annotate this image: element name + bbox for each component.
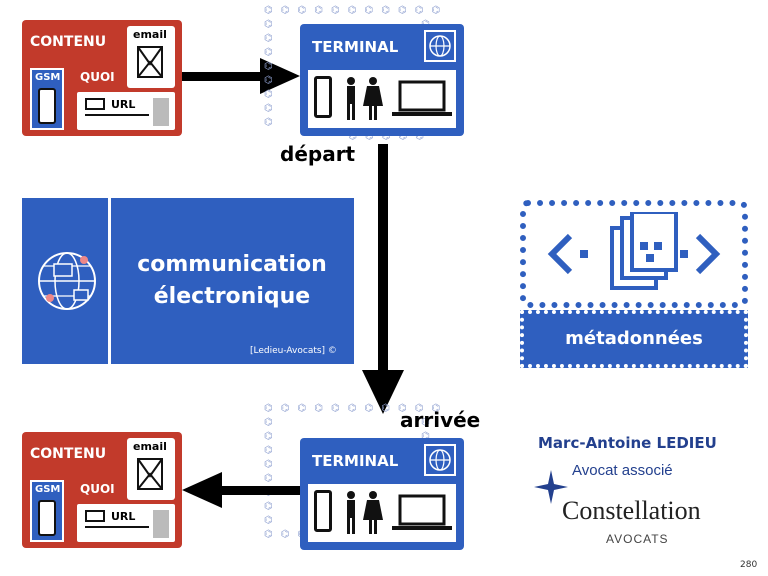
author-role: Avocat associé (572, 462, 673, 479)
firm-subtitle: AVOCATS (606, 532, 669, 546)
arrow-down-icon (362, 144, 404, 418)
bottom-content-box: CONTENU email GSM QUOI URL (22, 432, 182, 548)
document-icon (153, 510, 169, 538)
phone-icon (314, 490, 332, 532)
card-line-2: électronique (153, 284, 311, 309)
people-icon (340, 76, 386, 124)
page-number: 280 (740, 560, 758, 570)
metadata-label-box: métadonnées (520, 310, 748, 368)
laptop-small-icon (85, 510, 105, 522)
firm-name: Constellation (562, 496, 701, 525)
contenu-label: CONTENU (30, 34, 107, 50)
card-line-1: communication (137, 252, 327, 277)
envelope-icon (137, 46, 163, 78)
phone-icon (38, 88, 56, 124)
laptop-icon (392, 80, 452, 122)
arrow-right-icon (182, 58, 300, 98)
star-logo-icon (534, 470, 568, 508)
url-arrow-icon (85, 114, 149, 116)
metadata-label: métadonnées (565, 328, 703, 349)
globe-icon (424, 444, 456, 476)
gsm-label: GSM (35, 484, 61, 495)
envelope-icon (137, 458, 163, 490)
terminal-title: TERMINAL (312, 38, 399, 56)
top-content-box: CONTENU email GSM QUOI URL (22, 20, 182, 136)
email-card: email (127, 26, 175, 88)
document-icon (153, 98, 169, 126)
laptop-small-icon (85, 98, 105, 110)
card-credit: [Ledieu-Avocats] © (250, 346, 337, 356)
devices-panel (308, 484, 456, 542)
laptop-icon (392, 494, 452, 536)
phone-icon (314, 76, 332, 118)
metadata-icon-box (520, 200, 748, 308)
quoi-label: QUOI (80, 482, 115, 496)
url-label: URL (111, 98, 136, 111)
top-terminal: TERMINAL (300, 24, 464, 136)
gsm-label: GSM (35, 72, 61, 83)
arrow-left-icon (182, 472, 300, 512)
terminal-title: TERMINAL (312, 452, 399, 470)
card-divider (108, 198, 111, 364)
people-icon (340, 490, 386, 538)
gsm-card: GSM (30, 68, 64, 130)
url-card: URL (77, 504, 175, 542)
phone-icon (38, 500, 56, 536)
url-label: URL (111, 510, 136, 523)
contenu-label: CONTENU (30, 446, 107, 462)
url-card: URL (77, 92, 175, 130)
email-label: email (133, 28, 167, 41)
devices-panel (308, 70, 456, 128)
network-globe-icon (32, 246, 102, 320)
quoi-label: QUOI (80, 70, 115, 84)
email-label: email (133, 440, 167, 453)
communication-card: communication électronique [Ledieu-Avoca… (22, 198, 354, 364)
code-files-icon (546, 210, 722, 300)
email-card: email (127, 438, 175, 500)
author-name: Marc-Antoine LEDIEU (538, 434, 717, 452)
arrivee-label: arrivée (400, 408, 481, 432)
globe-icon (424, 30, 456, 62)
gsm-card: GSM (30, 480, 64, 542)
bottom-terminal: TERMINAL (300, 438, 464, 550)
depart-label: départ (280, 142, 356, 166)
url-arrow-icon (85, 526, 149, 528)
